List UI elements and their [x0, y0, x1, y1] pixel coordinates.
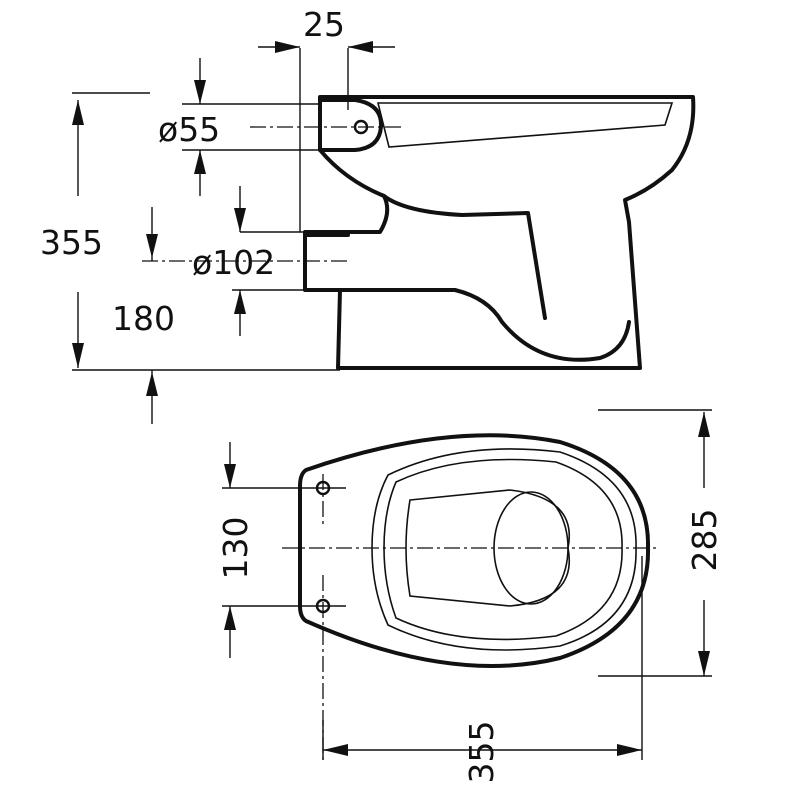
dim-label-102: ø102 — [192, 243, 275, 282]
plan-outer-outline — [298, 433, 651, 669]
dim-label-130: 130 — [216, 517, 255, 580]
side-trap-curve — [382, 194, 547, 320]
dim-arrow-285-bottom — [698, 651, 710, 676]
dim-arrow-355-top — [72, 100, 84, 125]
dim-arrow-25-left — [275, 41, 300, 53]
dim-label-285: 285 — [685, 509, 724, 572]
dim-arrow-102-top — [234, 208, 246, 232]
side-foot-curve — [338, 288, 631, 362]
side-rim-inner — [376, 102, 674, 148]
dim-arrow-355-length-left — [323, 744, 348, 756]
dim-arrow-55-bottom — [194, 150, 206, 174]
dim-arrow-355-length-right — [617, 744, 642, 756]
dim-arrow-102-bottom — [234, 290, 246, 314]
plan-view: 130 285 355 — [216, 409, 724, 784]
dim-label-355-length: 355 — [462, 721, 501, 784]
plan-inner-bowl-inner — [383, 458, 623, 641]
dim-arrow-55-top — [194, 80, 206, 104]
dim-label-180: 180 — [112, 299, 175, 338]
dim-arrow-25-right — [348, 41, 373, 53]
dim-label-25: 25 — [303, 5, 345, 44]
dim-arrow-130-top — [224, 464, 236, 488]
side-inlet-horn — [318, 98, 384, 152]
side-view: 25 ø55 355 ø102 180 — [40, 5, 696, 424]
side-rim-outline — [303, 95, 696, 370]
plan-inner-bowl-outer — [371, 448, 637, 651]
dim-label-55: ø55 — [158, 110, 220, 149]
dim-arrow-180-bottom — [146, 372, 158, 396]
dim-label-355-height: 355 — [40, 223, 103, 262]
dim-arrow-130-bottom — [224, 606, 236, 630]
dim-arrow-285-top — [698, 412, 710, 437]
dim-arrow-180-top — [146, 234, 158, 258]
dim-arrow-355-bottom — [72, 343, 84, 368]
